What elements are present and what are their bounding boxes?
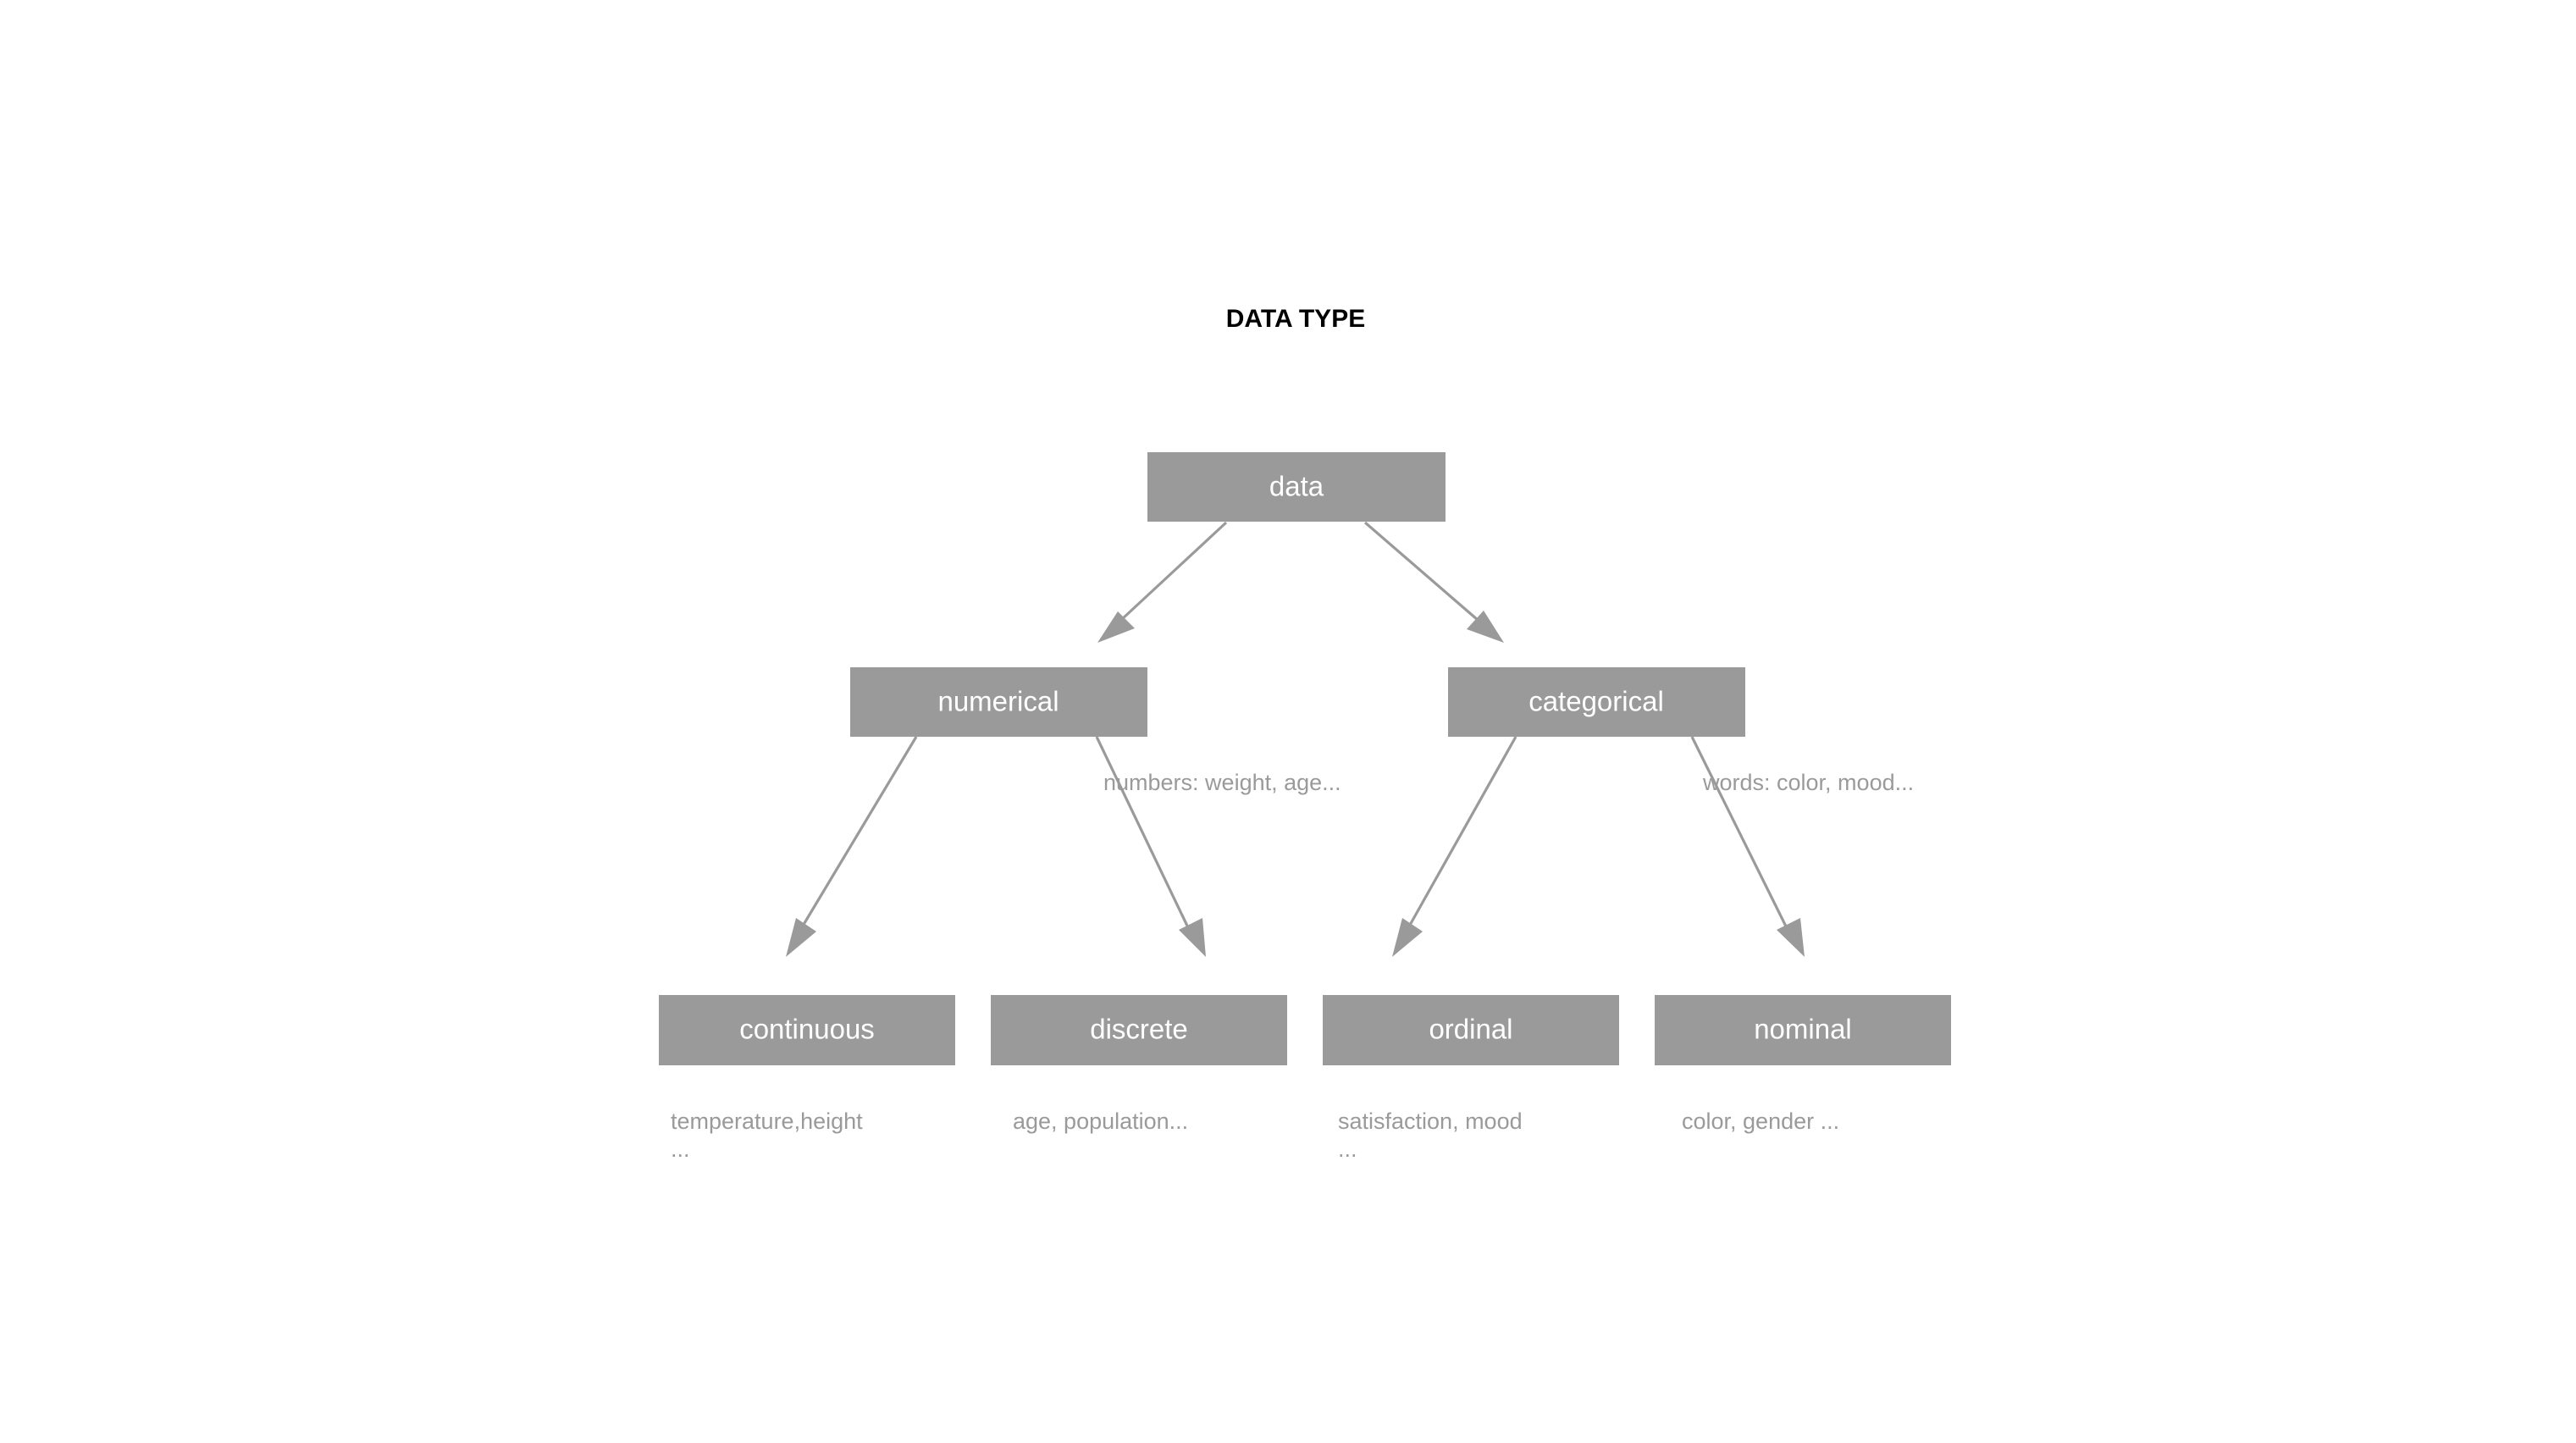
node-categorical[interactable]: categorical [1448,667,1745,737]
edge-data-to-categorical [1363,521,1504,643]
node-box[interactable] [991,995,1287,1065]
arrowhead-icon [1097,611,1135,643]
edge-line [793,736,918,941]
node-numerical[interactable]: numerical [850,667,1147,737]
edge-line [1690,736,1794,941]
edge-categorical-to-ordinal [1392,736,1517,957]
edge-data-to-numerical [1097,521,1228,643]
caption-nominal: color, gender ... [1682,1109,1839,1134]
edge-line [1400,736,1517,941]
page-title: DATA TYPE [1226,305,1365,333]
edge-categorical-to-nominal [1690,736,1805,957]
edge-label-numerical: numbers: weight, age... [1103,770,1341,795]
node-box[interactable] [1655,995,1951,1065]
node-box[interactable] [850,667,1147,737]
caption-line-1: age, population... [1013,1109,1188,1134]
edge-line [1363,521,1492,633]
arrowhead-icon [1179,918,1206,957]
node-box[interactable] [659,995,955,1065]
node-box[interactable] [1147,452,1446,522]
node-box[interactable] [1323,995,1619,1065]
node-ordinal[interactable]: ordinal [1323,995,1619,1065]
edge-numerical-to-continuous [786,736,918,957]
caption-continuous: temperature,height ... [671,1109,863,1162]
node-label: data [1269,471,1324,502]
caption-line-1: satisfaction, mood [1338,1109,1523,1134]
node-discrete[interactable]: discrete [991,995,1287,1065]
edge-label-categorical: words: color, mood... [1702,770,1914,795]
arrowhead-icon [786,918,816,957]
node-label: nominal [1754,1014,1852,1045]
arrowhead-icon [1392,918,1423,957]
node-label: numerical [937,686,1059,717]
caption-line-2: ... [671,1136,690,1162]
caption-line-1: temperature,height [671,1109,863,1134]
caption-ordinal: satisfaction, mood ... [1338,1109,1523,1162]
caption-discrete: age, population... [1013,1109,1188,1134]
arrowhead-icon [1777,918,1805,957]
edge-line [1108,521,1228,633]
node-data[interactable]: data [1147,452,1446,522]
caption-line-1: color, gender ... [1682,1109,1839,1134]
arrowhead-icon [1467,611,1504,643]
node-label: categorical [1528,686,1664,717]
node-continuous[interactable]: continuous [659,995,955,1065]
node-label: ordinal [1429,1014,1512,1045]
node-box[interactable] [1448,667,1745,737]
node-label: continuous [739,1014,875,1045]
node-label: discrete [1090,1014,1188,1045]
node-nominal[interactable]: nominal [1655,995,1951,1065]
edge-numerical-to-discrete [1095,736,1206,957]
edge-line [1095,736,1196,941]
caption-line-2: ... [1338,1136,1357,1162]
